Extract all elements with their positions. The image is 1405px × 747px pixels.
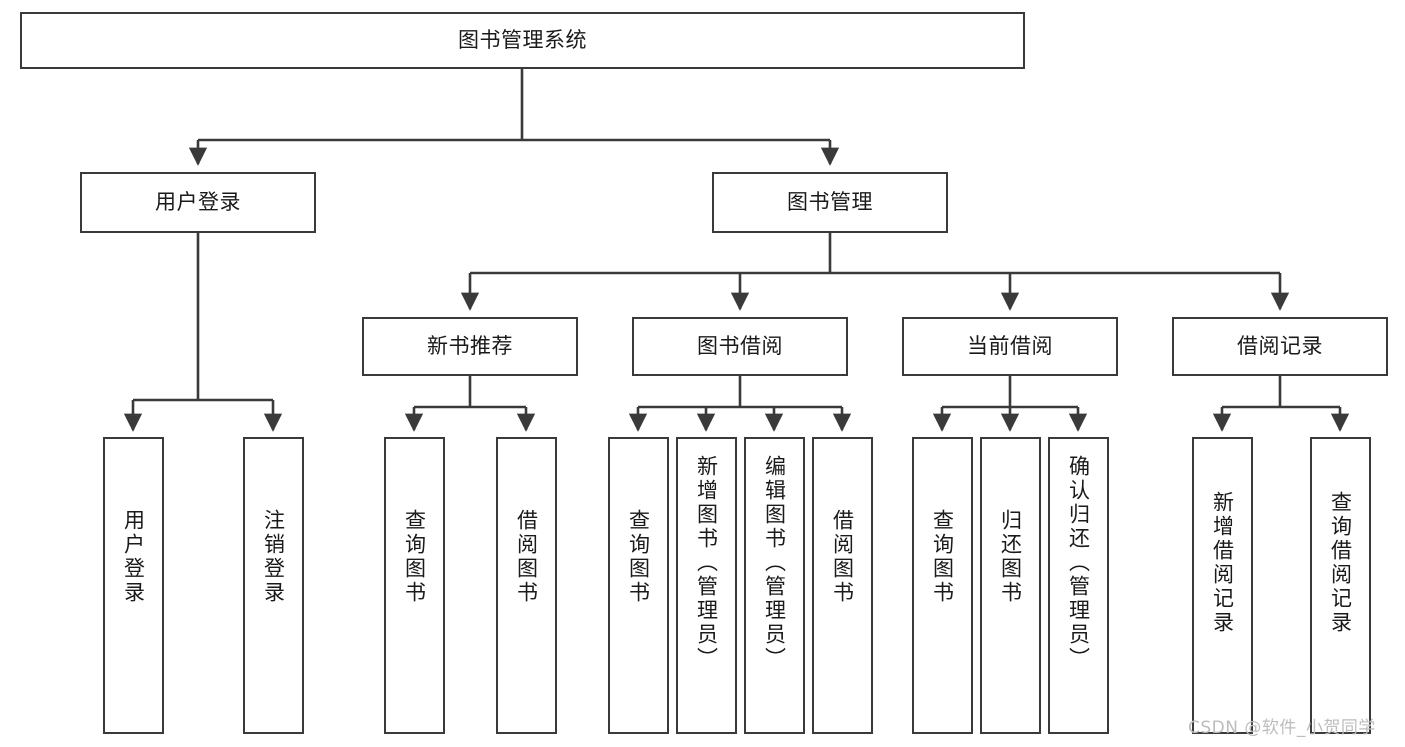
node-leaf-query-book-2-label: 查询图书	[626, 509, 651, 605]
node-leaf-user-logout[interactable]: 注销登录	[243, 437, 304, 734]
node-leaf-edit-book-label: 编辑图书（管理员）	[762, 455, 787, 671]
node-borrow-record-label: 借阅记录	[1237, 334, 1323, 359]
node-leaf-borrow-book-2-label: 借阅图书	[830, 509, 855, 605]
node-current-borrow[interactable]: 当前借阅	[902, 317, 1118, 376]
node-leaf-confirm-return-label: 确认归还（管理员）	[1066, 455, 1091, 671]
node-leaf-return-book-label: 归还图书	[998, 509, 1023, 605]
node-leaf-add-book[interactable]: 新增图书（管理员）	[676, 437, 737, 734]
node-leaf-add-record[interactable]: 新增借阅记录	[1192, 437, 1253, 734]
node-root-label: 图书管理系统	[458, 28, 587, 53]
node-new-book-rec[interactable]: 新书推荐	[362, 317, 578, 376]
node-leaf-borrow-book-1-label: 借阅图书	[514, 509, 539, 605]
node-book-manage[interactable]: 图书管理	[712, 172, 948, 233]
node-leaf-add-record-label: 新增借阅记录	[1210, 491, 1235, 635]
node-leaf-query-book-1[interactable]: 查询图书	[384, 437, 445, 734]
node-book-borrow-label: 图书借阅	[697, 334, 783, 359]
node-root[interactable]: 图书管理系统	[20, 12, 1025, 69]
node-leaf-query-book-3[interactable]: 查询图书	[912, 437, 973, 734]
node-user-login[interactable]: 用户登录	[80, 172, 316, 233]
node-leaf-borrow-book-2[interactable]: 借阅图书	[812, 437, 873, 734]
node-borrow-record[interactable]: 借阅记录	[1172, 317, 1388, 376]
csdn-watermark: CSDN @软件_小贺同学	[1188, 718, 1376, 738]
node-leaf-user-login-label: 用户登录	[121, 509, 146, 605]
node-leaf-borrow-book-1[interactable]: 借阅图书	[496, 437, 557, 734]
node-book-borrow[interactable]: 图书借阅	[632, 317, 848, 376]
node-current-borrow-label: 当前借阅	[967, 334, 1053, 359]
node-leaf-query-book-1-label: 查询图书	[402, 509, 427, 605]
node-user-login-label: 用户登录	[155, 190, 241, 215]
node-leaf-confirm-return[interactable]: 确认归还（管理员）	[1048, 437, 1109, 734]
node-leaf-return-book[interactable]: 归还图书	[980, 437, 1041, 734]
node-book-manage-label: 图书管理	[787, 190, 873, 215]
node-leaf-add-book-label: 新增图书（管理员）	[694, 455, 719, 671]
node-leaf-user-login[interactable]: 用户登录	[103, 437, 164, 734]
node-leaf-edit-book[interactable]: 编辑图书（管理员）	[744, 437, 805, 734]
node-leaf-query-record[interactable]: 查询借阅记录	[1310, 437, 1371, 734]
node-leaf-query-book-3-label: 查询图书	[930, 509, 955, 605]
node-leaf-user-logout-label: 注销登录	[261, 509, 286, 605]
node-leaf-query-book-2[interactable]: 查询图书	[608, 437, 669, 734]
node-leaf-query-record-label: 查询借阅记录	[1328, 491, 1353, 635]
node-new-book-rec-label: 新书推荐	[427, 334, 513, 359]
